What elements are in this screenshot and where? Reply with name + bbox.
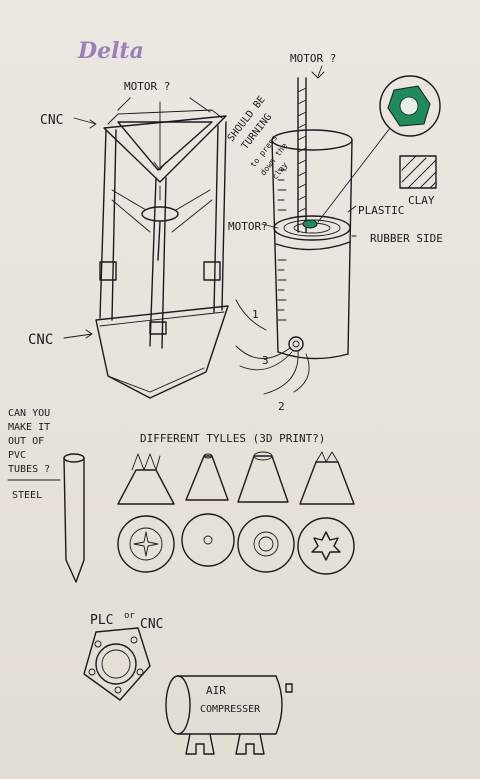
nozzle-large-round — [237, 451, 295, 573]
hex-plate-sketch — [83, 627, 151, 701]
nozzle-star-tall — [117, 453, 175, 573]
nozzle-star-short — [297, 451, 355, 575]
label-motor-right: MOTOR ? — [290, 52, 336, 65]
question-line-5: TUBES ? — [8, 464, 50, 475]
label-plc-or: or — [124, 611, 135, 621]
label-plc-cnc: CNC — [140, 617, 163, 632]
label-steel: STEEL — [12, 490, 42, 501]
clay-swatch — [399, 155, 437, 189]
question-line-3: OUT OF — [8, 436, 44, 447]
extruder-sketch — [235, 65, 357, 395]
label-motor-side: MOTOR? — [228, 220, 268, 233]
question-line-1: CAN YOU — [8, 408, 50, 419]
page-title: Delta — [77, 38, 144, 64]
question-line-4: PVC — [8, 450, 26, 461]
label-plastic: PLASTIC — [358, 204, 404, 217]
air-compressor-sketch — [165, 675, 293, 755]
nozzle-small-round — [181, 453, 235, 567]
label-compressor: COMPRESSER — [200, 704, 261, 715]
hex-nut-detail — [317, 75, 441, 223]
label-cnc-bottom: CNC — [28, 332, 53, 348]
label-wire-1: 1 — [252, 308, 259, 321]
label-wire-3: 3 — [262, 354, 269, 367]
steel-nozzle-sketch — [63, 453, 85, 583]
label-motor-top: MOTOR ? — [124, 80, 170, 93]
delta-printer-sketch — [63, 97, 229, 399]
label-cnc-top: CNC — [40, 113, 63, 128]
label-nozzles: DIFFERENT TYLLES (3D PRINT?) — [140, 432, 325, 445]
label-plc: PLC — [90, 613, 113, 628]
label-air: AIR — [206, 684, 226, 697]
label-wire-2: 2 — [278, 400, 285, 413]
label-rubber-side: RUBBER SIDE — [370, 232, 443, 245]
label-clay: CLAY — [408, 194, 435, 207]
question-line-2: MAKE IT — [8, 422, 50, 433]
